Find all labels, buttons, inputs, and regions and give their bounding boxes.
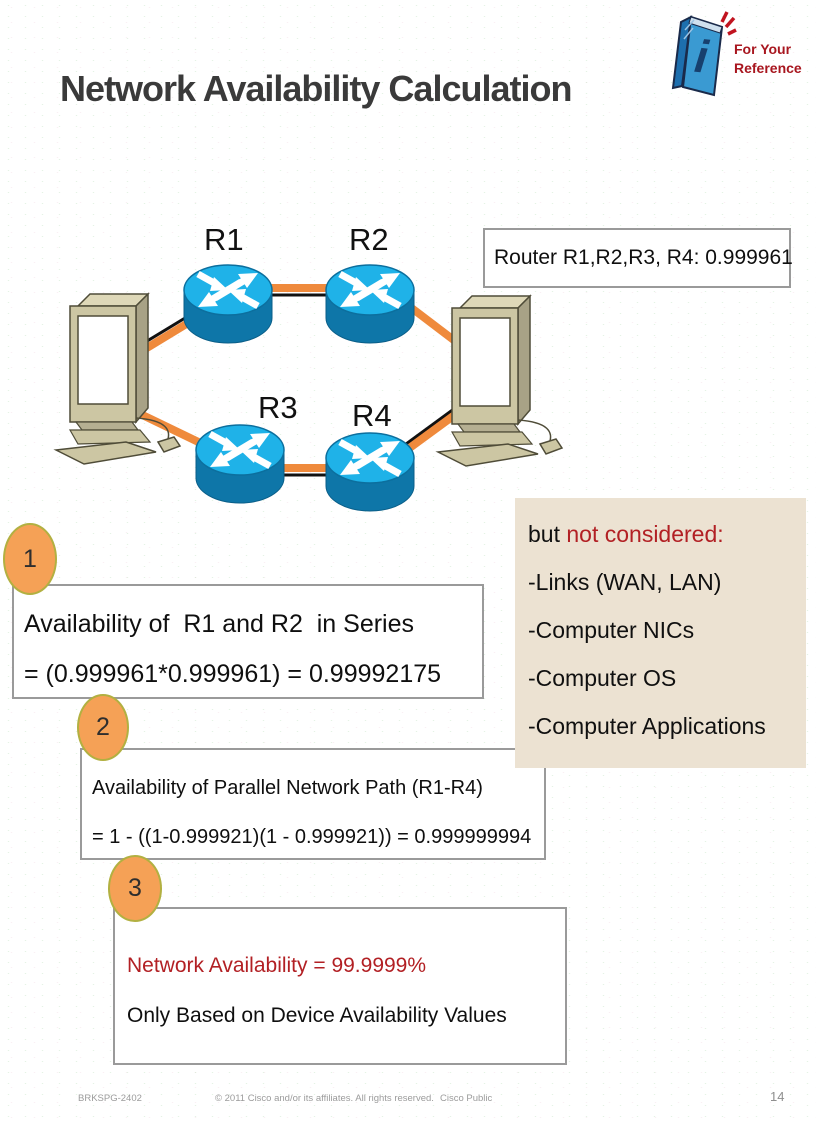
footer-classification: Cisco Public: [440, 1093, 493, 1104]
network-availability-result: Network Availability = 99.9999%: [127, 954, 427, 977]
parallel-availability-formula: = 1 - ((1-0.999921)(1 - 0.999921)) = 0.9…: [92, 826, 532, 848]
not-considered-prefix: but: [528, 521, 567, 547]
parallel-availability-box: Availability of Parallel Network Path (R…: [80, 748, 546, 860]
page-title: Network Availability Calculation: [60, 68, 572, 109]
not-considered-item: -Computer OS: [528, 665, 677, 691]
footer-session-id: BRKSPG-2402: [78, 1093, 142, 1104]
not-considered-highlight: not considered:: [566, 521, 724, 547]
step-badge-1-number: 1: [23, 544, 37, 573]
step-badge-3: 3: [108, 855, 162, 922]
router-r3-icon: [196, 425, 284, 503]
left-computer-icon: [55, 293, 181, 465]
router-label-r3: R3: [258, 390, 298, 425]
right-computer-icon: [437, 295, 563, 467]
router-label-r4: R4: [352, 398, 392, 433]
reference-label: For Your Reference: [734, 40, 814, 78]
router-r2-icon: [326, 265, 414, 343]
router-label-r1: R1: [204, 222, 244, 257]
step-badge-1: 1: [3, 523, 57, 595]
not-considered-panel: but not considered: -Links (WAN, LAN) -C…: [515, 498, 806, 768]
info-book-icon: i: [671, 11, 737, 97]
not-considered-item: -Computer Applications: [528, 713, 766, 739]
series-availability-title: Availability of R1 and R2 in Series: [24, 610, 415, 638]
parallel-availability-title: Availability of Parallel Network Path (R…: [92, 777, 483, 799]
not-considered-item: -Computer NICs: [528, 617, 695, 643]
router-availability-note-text: Router R1,R2,R3, R4: 0.999961: [494, 246, 793, 269]
page-number: 14: [770, 1089, 785, 1104]
router-r1-icon: [184, 265, 272, 343]
series-availability-formula: = (0.999961*0.999961) = 0.99992175: [24, 660, 442, 688]
footer-copyright: © 2011 Cisco and/or its affiliates. All …: [215, 1093, 434, 1104]
network-availability-note: Only Based on Device Availability Values: [127, 1004, 507, 1027]
reference-label-line1: For Your: [734, 41, 792, 57]
reference-label-line2: Reference: [734, 60, 802, 76]
step-badge-2: 2: [77, 694, 129, 761]
not-considered-heading: but not considered:: [528, 510, 806, 558]
series-availability-box: Availability of R1 and R2 in Series = (0…: [12, 584, 484, 699]
network-availability-box: Network Availability = 99.9999% Only Bas…: [113, 907, 567, 1065]
router-availability-note: Router R1,R2,R3, R4: 0.999961: [483, 228, 793, 288]
network-diagram: R1 R2 R3 R4: [55, 222, 563, 540]
router-label-r2: R2: [349, 222, 389, 257]
router-r4-icon: [326, 433, 414, 511]
step-badge-2-number: 2: [96, 713, 110, 741]
step-badge-3-number: 3: [128, 874, 142, 902]
not-considered-item: -Links (WAN, LAN): [528, 569, 722, 595]
